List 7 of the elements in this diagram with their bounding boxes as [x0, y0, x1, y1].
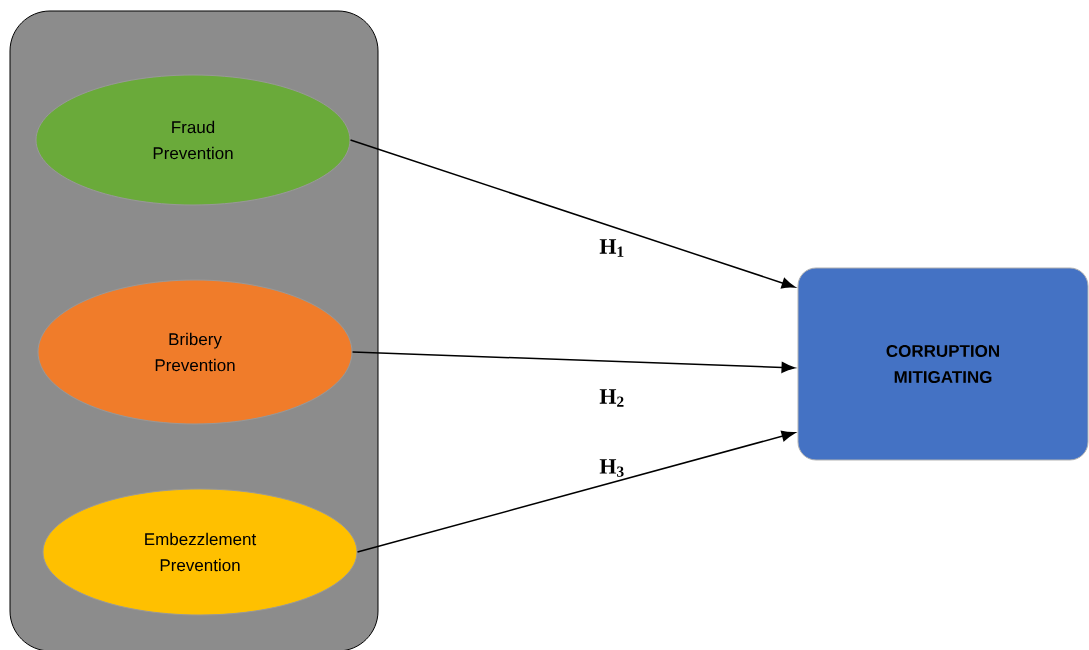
arrow: [351, 351, 796, 373]
process-box: CORRUPTION MITIGATING: [797, 267, 1089, 461]
edge-label: H$_{1}$: [599, 239, 624, 257]
arrow: [356, 430, 796, 553]
edge-label: H$_{2}$: [599, 389, 624, 407]
edge-label: H$_{3}$: [599, 459, 624, 477]
arrow: [349, 139, 796, 289]
